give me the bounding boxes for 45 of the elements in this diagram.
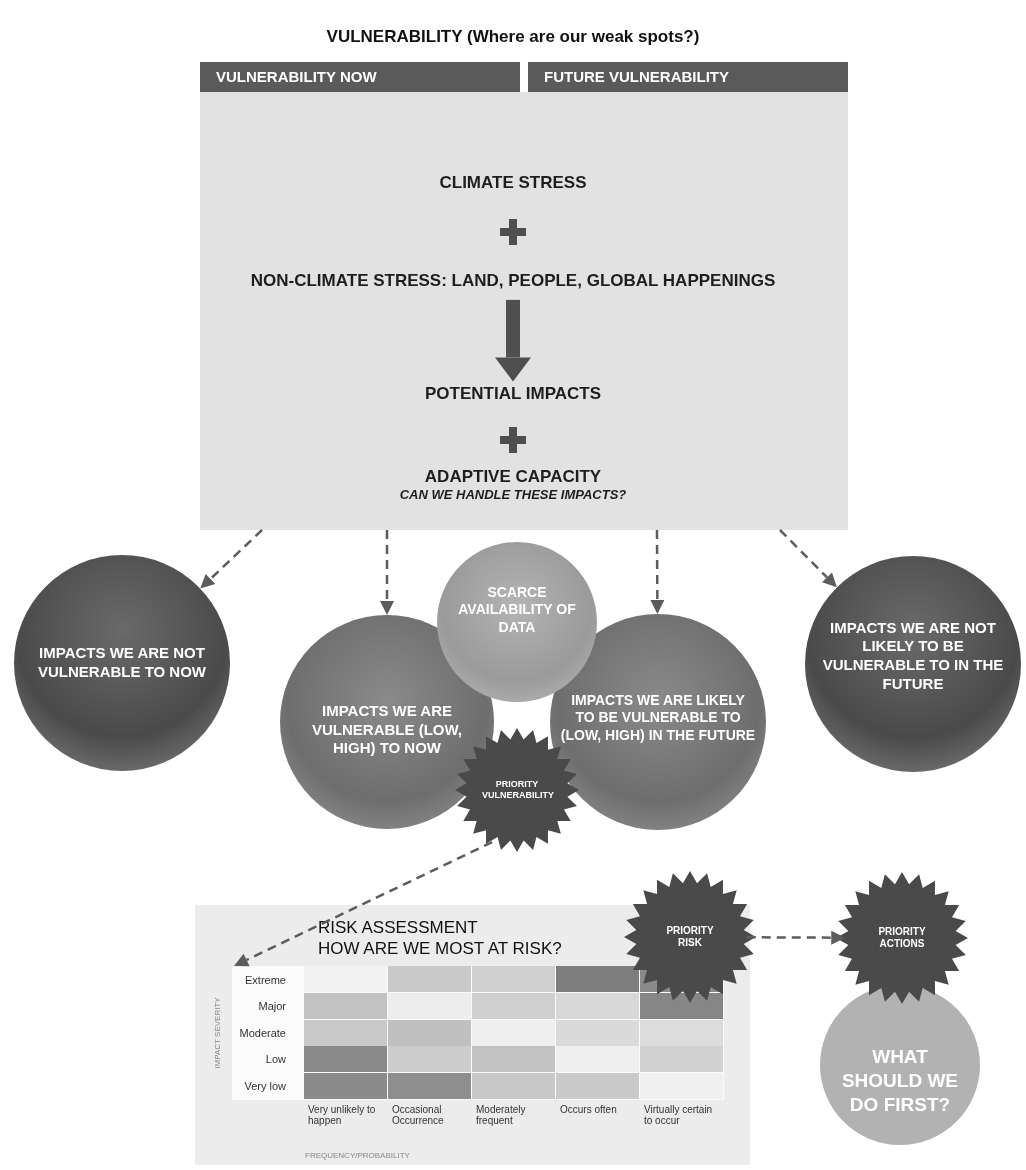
circle-label: IMPACTS WE ARE VULNERABLE (LOW, HIGH) TO NOW: [311, 701, 463, 759]
column-label: Very unlikely to happen: [308, 1104, 377, 1126]
stress-label: POTENTIAL IMPACTS: [425, 383, 601, 405]
header-label: VULNERABILITY NOW: [216, 66, 377, 87]
circle-label: WHAT SHOULD WE DO FIRST?: [840, 1045, 960, 1117]
risk-panel: [195, 905, 750, 1165]
axis-label: IMPACT SEVERITY: [212, 997, 223, 1069]
starburst-label: PRIORITY ACTIONS: [877, 925, 927, 951]
column-label: Virtually certain to occur: [644, 1104, 714, 1126]
starburst: [836, 872, 968, 1004]
row-label: Low: [265, 1052, 286, 1067]
column-label: Occurs often: [560, 1104, 618, 1115]
panel-heading: RISK ASSESSMENT: [318, 917, 479, 939]
starburst: [624, 871, 756, 1003]
header-bar: [528, 62, 848, 92]
column-label: Moderately frequent: [476, 1104, 527, 1126]
row-label: Very low: [244, 1079, 286, 1094]
dashed-arrow: [380, 530, 394, 615]
row-label: Moderate: [239, 1026, 286, 1041]
row-label: Extreme: [245, 973, 286, 988]
panel-background: [200, 92, 848, 530]
circle-label: IMPACTS WE ARE NOT VULNERABLE TO NOW: [36, 644, 208, 682]
row-label: Major: [258, 999, 286, 1014]
circle-label: IMPACTS WE ARE NOT LIKELY TO BE VULNERABLE TO IN THE FUTURE: [821, 618, 1005, 694]
circle-label: SCARCE AVAILABILITY OF DATA: [457, 583, 577, 637]
dashed-arrow: [650, 530, 665, 614]
dashed-arrow: [746, 930, 846, 945]
starburst-label: PRIORITY VULNERABILITY: [482, 778, 552, 802]
question-text: CAN WE HANDLE THESE IMPACTS?: [399, 487, 627, 504]
starburst-label: PRIORITY RISK: [665, 924, 715, 950]
stress-label: CLIMATE STRESS: [439, 172, 587, 194]
panel-subheading: HOW ARE WE MOST AT RISK?: [318, 938, 562, 960]
column-label: Occasional Occurrence: [392, 1104, 445, 1126]
stress-label: ADAPTIVE CAPACITY: [424, 466, 602, 488]
header-bar: [200, 62, 520, 92]
circle-label: IMPACTS WE ARE LIKELY TO BE VULNERABLE TO (LOW, HIGH) IN THE FUTURE: [560, 691, 756, 745]
axis-label: FREQUENCY/PROBABILITY: [305, 1150, 410, 1162]
block-arrow: [495, 299, 531, 382]
dashed-arrow: [200, 529, 263, 589]
stress-label: NON-CLIMATE STRESS: LAND, PEOPLE, GLOBAL HAPPENINGS: [250, 270, 776, 292]
header-label: FUTURE VULNERABILITY: [544, 66, 729, 87]
diagram-title: VULNERABILITY (Where are our weak spots?): [326, 26, 700, 48]
risk-matrix: [232, 966, 724, 1100]
dashed-arrow: [779, 529, 837, 588]
dashed-arrow: [233, 840, 493, 967]
